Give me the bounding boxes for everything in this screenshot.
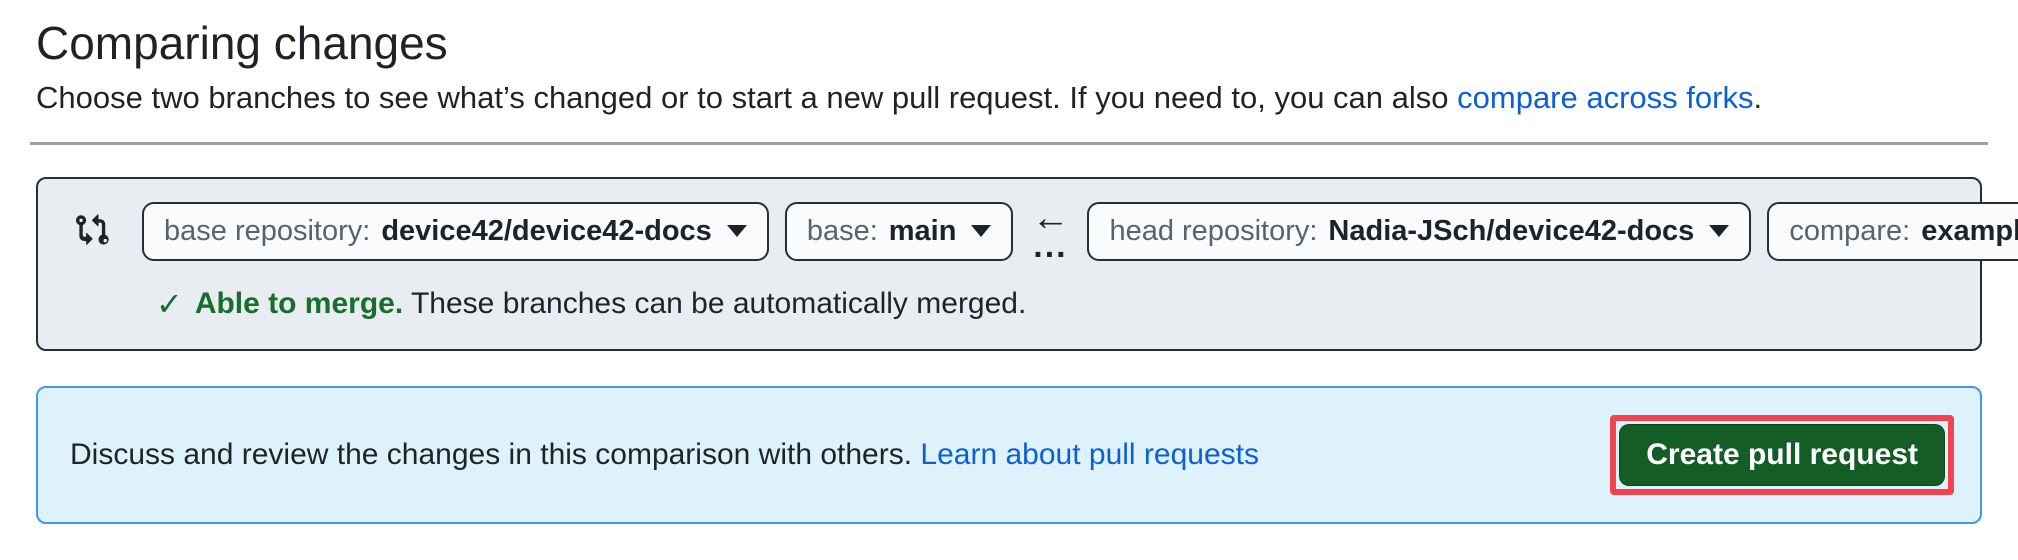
create-pull-request-button[interactable]: Create pull request xyxy=(1619,424,1945,486)
check-icon: ✓ xyxy=(156,286,183,322)
subtitle-text: Choose two branches to see what’s change… xyxy=(36,80,1458,115)
compare-branch-value: example-branch xyxy=(1921,214,2018,247)
compare-direction-indicator: ← ... xyxy=(1031,199,1069,263)
merge-status-bold: Able to merge. xyxy=(194,287,404,320)
banner-text: Discuss and review the changes in this c… xyxy=(64,438,1259,472)
merge-status: ✓ Able to merge. These branches can be a… xyxy=(156,285,1958,323)
branch-range-editor: base repository: device42/device42-docs … xyxy=(36,177,2018,351)
red-annotation-box: Create pull request xyxy=(1610,415,1954,495)
head-repository-dropdown[interactable]: head repository: Nadia-JSch/device42-doc… xyxy=(1087,201,1752,261)
subtitle-period: . xyxy=(1753,80,1763,115)
caret-down-icon xyxy=(971,225,992,237)
base-branch-dropdown[interactable]: base: main xyxy=(784,201,1014,261)
left-arrow-icon: ← xyxy=(1031,197,1070,239)
banner-message: Discuss and review the changes in this c… xyxy=(70,438,921,471)
merge-status-rest: These branches can be automatically merg… xyxy=(403,287,1027,320)
merge-status-text: Able to merge. These branches can be aut… xyxy=(195,287,1027,321)
branch-selector-row: base repository: device42/device42-docs … xyxy=(60,199,2018,263)
head-repository-value: Nadia-JSch/device42-docs xyxy=(1328,214,1695,247)
learn-about-pull-requests-link[interactable]: Learn about pull requests xyxy=(920,438,1259,471)
divider xyxy=(30,142,1988,145)
base-repository-dropdown[interactable]: base repository: device42/device42-docs xyxy=(142,201,769,261)
git-compare-icon xyxy=(76,213,112,249)
base-branch-label: base: xyxy=(806,214,878,247)
ellipsis-icon: ... xyxy=(1033,227,1068,265)
caret-down-icon xyxy=(1709,225,1730,237)
compare-across-forks-link[interactable]: compare across forks xyxy=(1457,80,1754,115)
compare-branch-dropdown[interactable]: compare: example-branch xyxy=(1767,201,2018,261)
compare-page: Comparing changes Choose two branches to… xyxy=(0,16,2018,524)
page-subtitle: Choose two branches to see what’s change… xyxy=(36,80,1988,116)
head-repository-label: head repository: xyxy=(1109,214,1318,247)
page-title: Comparing changes xyxy=(36,17,448,69)
base-repository-value: device42/device42-docs xyxy=(381,214,712,247)
caret-down-icon xyxy=(726,225,747,237)
base-repository-label: base repository: xyxy=(164,214,371,247)
base-branch-value: main xyxy=(888,214,957,247)
compare-branch-label: compare: xyxy=(1789,214,1911,247)
pull-request-banner: Discuss and review the changes in this c… xyxy=(36,386,1982,524)
